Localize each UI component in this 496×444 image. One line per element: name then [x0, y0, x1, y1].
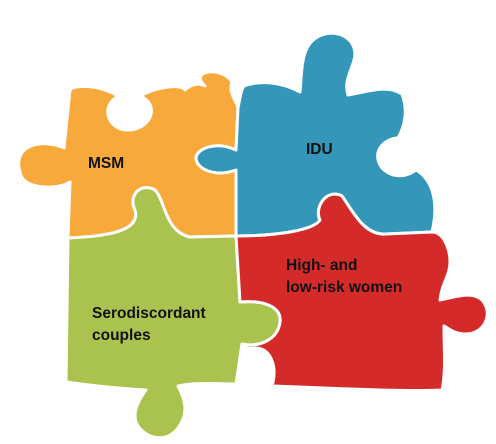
label-women-line-1: High- and [286, 257, 357, 274]
label-serodiscordant: Serodiscordant couples [92, 305, 210, 344]
label-serodiscordant-line-1: Serodiscordant [92, 305, 206, 322]
label-women: High- and low-risk women [286, 257, 402, 296]
puzzle-piece-serodiscordant [64, 186, 282, 440]
label-msm: MSM [88, 155, 124, 172]
label-women-line-2: low-risk women [286, 279, 402, 296]
puzzle-piece-idu [194, 31, 437, 238]
label-msm-line-1: MSM [88, 155, 124, 172]
label-serodiscordant-line-2: couples [92, 327, 151, 344]
puzzle-piece-women [234, 192, 489, 393]
label-idu-line-1: IDU [306, 141, 333, 158]
label-idu: IDU [306, 141, 333, 158]
